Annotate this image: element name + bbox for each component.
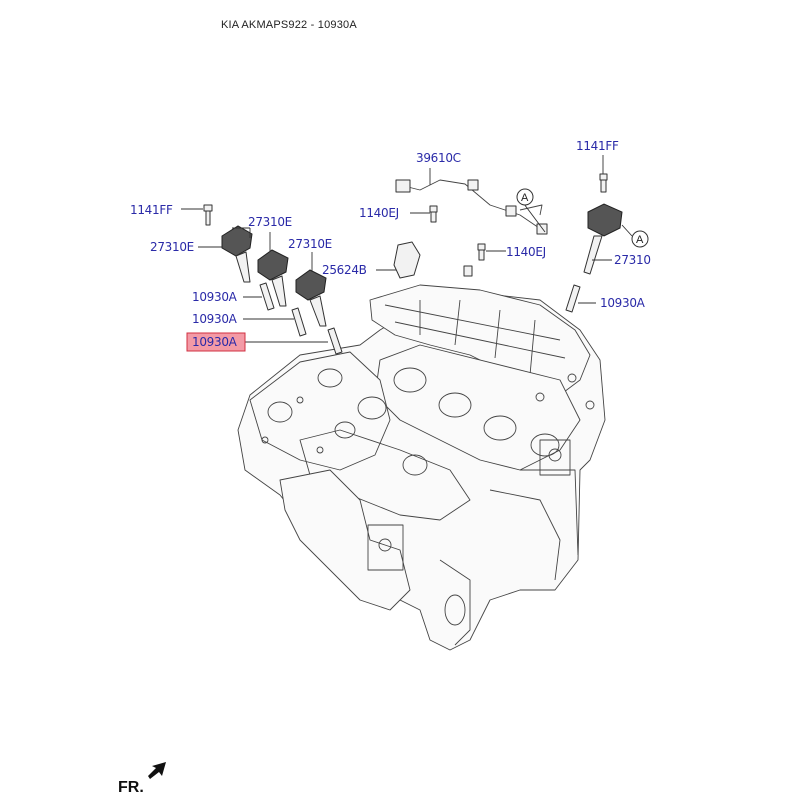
ref-a-circle-2 <box>631 230 649 248</box>
bolt-1140ej-upper <box>429 205 438 223</box>
ref-a-circle-1 <box>516 188 534 206</box>
callout-10930a-highlighted[interactable]: 10930A <box>192 335 238 349</box>
knock-sensor-harness-39610c <box>395 179 548 235</box>
right-spark-plug <box>565 284 581 313</box>
callout-10930a-b[interactable]: 10930A <box>192 312 238 326</box>
callout-27310[interactable]: 27310 <box>614 253 651 267</box>
callout-1140ej-b[interactable]: 1140EJ <box>506 245 546 259</box>
callout-10930a-a[interactable]: 10930A <box>192 290 238 304</box>
ref-a-label-2: A <box>636 234 644 246</box>
engine-block <box>237 284 606 651</box>
callout-27310e-a[interactable]: 27310E <box>150 240 194 254</box>
bolt-1140ej-lower <box>463 243 486 277</box>
callout-39610c[interactable]: 39610C <box>416 151 461 165</box>
callout-1141ff-left[interactable]: 1141FF <box>130 203 173 217</box>
right-bolt-1141ff <box>599 173 608 193</box>
callout-1140ej-a[interactable]: 1140EJ <box>359 206 399 220</box>
cmp-sensor-25624b <box>393 241 421 279</box>
diagram-title: KIA AKMAPS922 - 10930A <box>221 19 357 31</box>
left-bolt-1141ff <box>203 204 213 226</box>
left-spark-plugs <box>259 282 343 355</box>
right-ignition-coil-27310 <box>583 203 623 275</box>
callout-27310e-b[interactable]: 27310E <box>248 215 292 229</box>
callout-27310e-c[interactable]: 27310E <box>288 237 332 251</box>
leader-lines <box>181 155 633 343</box>
callout-10930a-right[interactable]: 10930A <box>600 296 646 310</box>
callout-25624b[interactable]: 25624B <box>322 263 367 277</box>
front-arrow-icon <box>148 762 166 779</box>
front-label: FR. <box>118 779 144 796</box>
ref-a-label-1: A <box>521 192 529 204</box>
callout-1141ff-right[interactable]: 1141FF <box>576 139 619 153</box>
highlight-box <box>186 332 246 352</box>
left-ignition-coils <box>221 225 327 327</box>
